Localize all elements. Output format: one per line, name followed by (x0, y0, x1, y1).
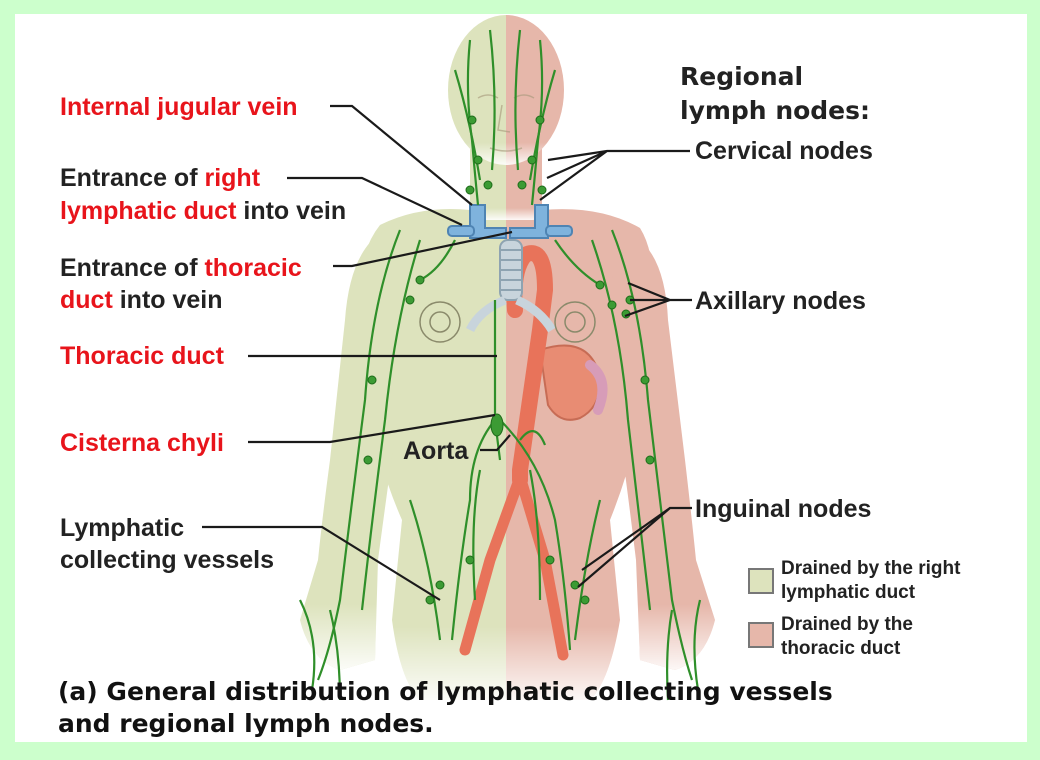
legend-right-line2: lymphatic duct (781, 580, 915, 605)
label-regional-title-line1: Regional (680, 60, 803, 94)
legend-right-line1: Drained by the right (781, 556, 960, 581)
label-entrance-right-duct-line1: Entrance of right (60, 161, 260, 195)
label-axillary-nodes: Axillary nodes (695, 284, 866, 318)
label-lymphatic-vessels-line1: Lymphatic (60, 511, 184, 545)
label-aorta: Aorta (403, 434, 468, 468)
label-thoracic-duct: Thoracic duct (60, 339, 224, 373)
label-entrance-thoracic-line2: duct into vein (60, 283, 223, 317)
label-entrance-right-duct-line2: lymphatic duct into vein (60, 194, 346, 228)
label-internal-jugular-vein: Internal jugular vein (60, 90, 298, 124)
label-entrance-right-red: right (204, 164, 260, 192)
caption-line2: and regional lymph nodes. (58, 708, 833, 740)
label-entrance-thoracic-post: into vein (113, 286, 223, 314)
label-entrance-right-pre: Entrance of (60, 164, 204, 192)
label-entrance-thoracic-red: thoracic (204, 254, 301, 282)
label-lymphatic-vessels-line2: collecting vessels (60, 543, 274, 577)
label-regional-title-line2: lymph nodes: (680, 94, 870, 128)
legend-swatch-right (748, 568, 774, 594)
label-cervical-nodes: Cervical nodes (695, 134, 873, 168)
figure-caption: (a) General distribution of lymphatic co… (58, 676, 833, 740)
legend-thoracic-line1: Drained by the (781, 612, 913, 637)
label-entrance-thoracic-line1: Entrance of thoracic (60, 251, 302, 285)
label-entrance-thoracic-pre: Entrance of (60, 254, 204, 282)
label-entrance-thoracic-red2: duct (60, 286, 113, 314)
legend-thoracic-line2: thoracic duct (781, 636, 900, 661)
label-inguinal-nodes: Inguinal nodes (695, 492, 871, 526)
label-cisterna-chyli: Cisterna chyli (60, 426, 224, 460)
label-entrance-right-post: into vein (236, 197, 346, 225)
caption-line1: (a) General distribution of lymphatic co… (58, 676, 833, 708)
legend-swatch-thoracic (748, 622, 774, 648)
label-entrance-right-red2: lymphatic duct (60, 197, 236, 225)
